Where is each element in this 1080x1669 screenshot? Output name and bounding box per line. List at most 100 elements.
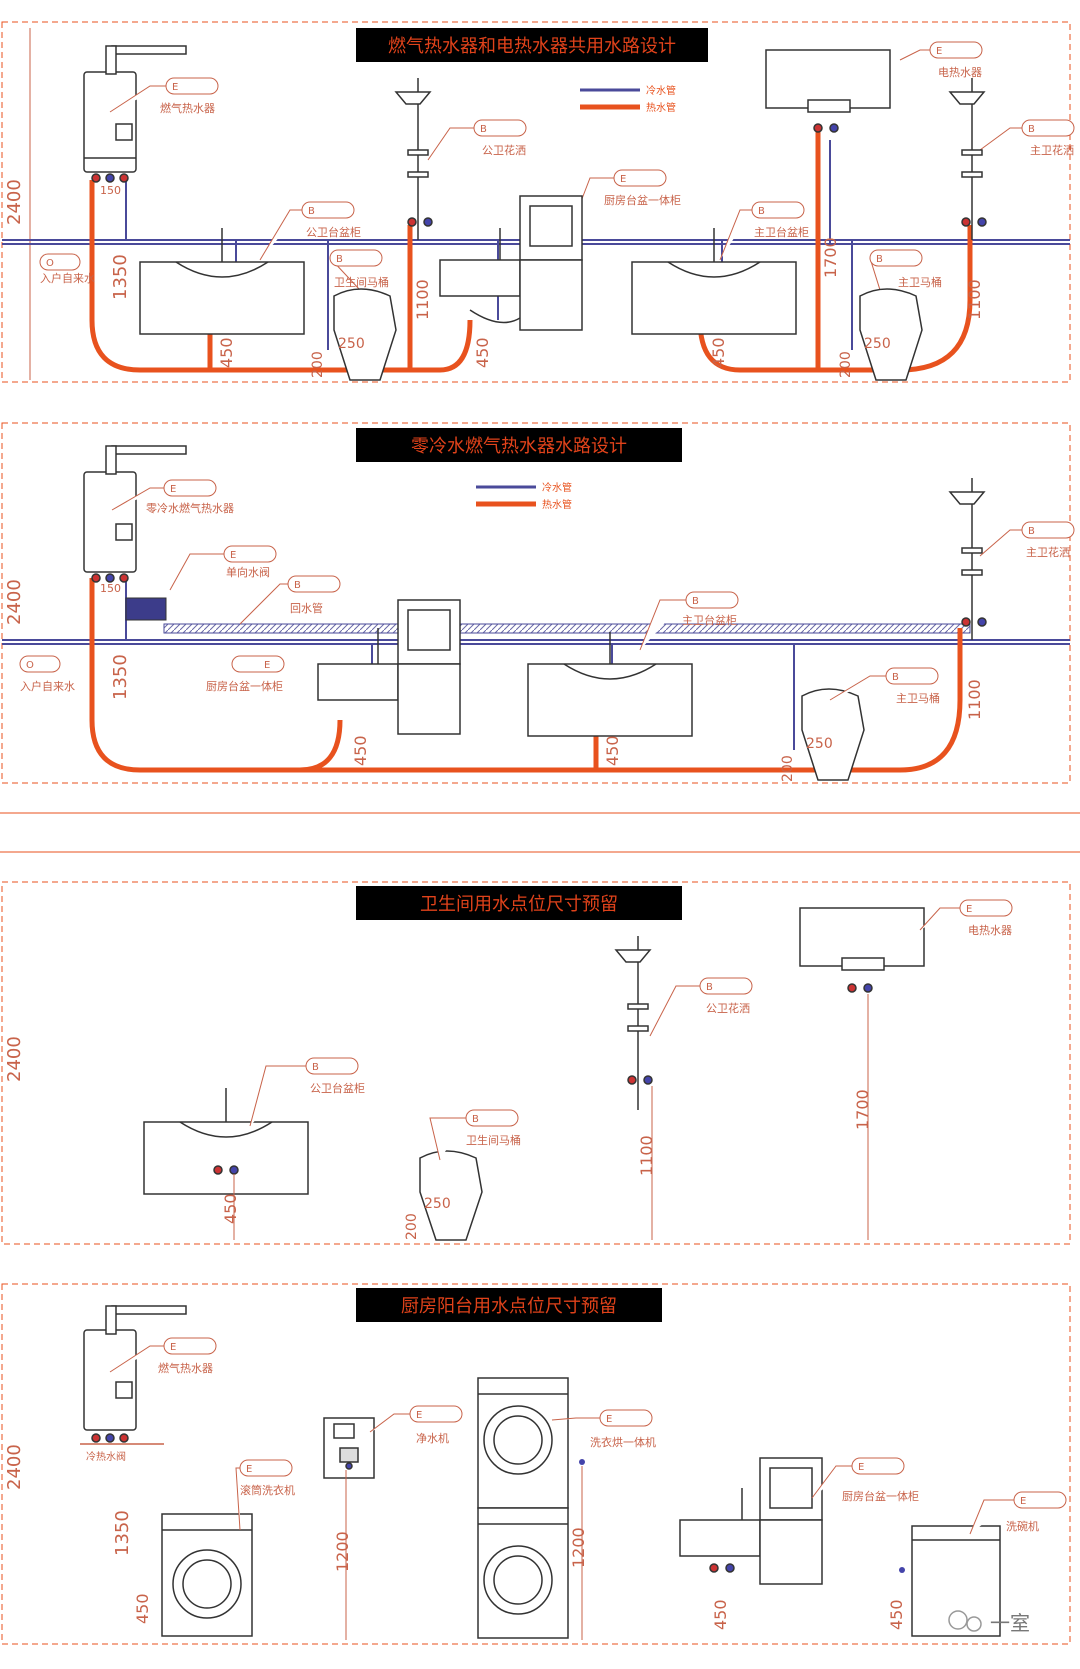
label-kitchen-s1: 厨房台盆一体柜 <box>604 193 681 207</box>
label-elec-heater-s1: 电热水器 <box>938 66 982 79</box>
toilet-s3 <box>419 1150 483 1241</box>
section-3-title: 卫生间用水点位尺寸预留 <box>420 894 618 915</box>
watermark: 一室 <box>948 1610 1030 1635</box>
svg-text:E: E <box>416 1410 422 1421</box>
dim-450a-s1: 450 <box>217 337 236 368</box>
label-gas-heater-s1: 燃气热水器 <box>160 101 215 115</box>
frame-section-1 <box>1 21 1071 383</box>
svg-text:E: E <box>858 1462 864 1473</box>
dim-w250b-s1: 250 <box>864 336 891 352</box>
callout-labels-2: 零冷水燃气热水器 单向水阀 回水管 主卫台盆柜 主卫花洒 厨房台盆一体柜 主卫马… <box>20 501 1070 705</box>
section-3-title-bg <box>356 886 682 920</box>
svg-text:E: E <box>620 174 626 185</box>
label-toilet-s3: 卫生间马桶 <box>466 1133 521 1147</box>
callout-labels-1: 燃气热水器 公卫花洒 厨房台盆一体柜 电热水器 主卫花洒 公卫台盆柜 主卫台盆柜… <box>40 66 1074 289</box>
legend-2-hot: 热水管 <box>542 498 572 511</box>
section-1: 燃气热水器和电热水器共用水路设计 冷水管 热水管 2400 1350 <box>2 28 1075 381</box>
svg-text:E: E <box>936 46 942 57</box>
section-4: 厨房阳台用水点位尺寸预留 2400 1350 冷热水阀 450 <box>4 1288 1067 1640</box>
svg-text:B: B <box>336 254 343 265</box>
label-inlet-s1: 入户自来水 <box>40 271 95 285</box>
label-basin-s2: 主卫台盆柜 <box>682 613 737 627</box>
section-2-title-bg <box>356 428 682 462</box>
svg-text:E: E <box>170 1342 176 1353</box>
svg-text:B: B <box>312 1062 319 1073</box>
label-gas-heater-s2: 零冷水燃气热水器 <box>146 501 234 515</box>
dim-1100-s2: 1100 <box>965 679 984 720</box>
label-washer-s4: 滚筒洗衣机 <box>240 1483 295 1497</box>
svg-text:E: E <box>1020 1496 1026 1507</box>
dim-200a-s1: 200 <box>310 351 326 378</box>
label-purifier-s4: 净水机 <box>416 1431 449 1445</box>
label-gas-heater-s4: 燃气热水器 <box>158 1361 213 1375</box>
dim-w250-s2: 250 <box>806 736 833 752</box>
dishwasher-s4 <box>911 1525 1001 1637</box>
callouts-1 <box>39 41 1075 291</box>
svg-text:B: B <box>892 672 899 683</box>
svg-text:B: B <box>1028 124 1035 135</box>
svg-text:B: B <box>294 580 301 591</box>
svg-text:E: E <box>172 82 178 93</box>
washer-combo-s4 <box>477 1377 569 1639</box>
dim-1350-s1: 1350 <box>110 254 131 300</box>
dim-200b-s1: 200 <box>838 351 854 378</box>
svg-text:O: O <box>46 258 54 269</box>
label-shower1-s1: 公卫花洒 <box>482 144 526 157</box>
dim-450a-s2: 450 <box>351 735 370 766</box>
label-return-s2: 回水管 <box>290 601 323 615</box>
section-2-title: 零冷水燃气热水器水路设计 <box>411 436 627 457</box>
label-basin1-s1: 公卫台盆柜 <box>306 225 361 239</box>
svg-text:B: B <box>706 982 713 993</box>
frame-section-3 <box>1 881 1071 1245</box>
dim-450b-s2: 450 <box>603 735 622 766</box>
label-kitchen-s2: 厨房台盆一体柜 <box>206 679 283 693</box>
label-elec-heater-s3: 电热水器 <box>968 924 1012 937</box>
svg-text:B: B <box>758 206 765 217</box>
legend-1: 冷水管 热水管 <box>580 84 676 114</box>
label-heater-valves-s4: 冷热水阀 <box>86 1450 126 1463</box>
frame-section-2 <box>1 422 1071 784</box>
svg-text:E: E <box>264 660 270 671</box>
callout-tags-3: B B B E <box>312 904 972 1125</box>
label-toilet1-s1: 卫生间马桶 <box>334 275 389 289</box>
dim-450b-s4: 450 <box>711 1599 730 1630</box>
section-frames <box>1 21 1071 1645</box>
shower-s1-a <box>394 78 433 240</box>
legend-1-hot: 热水管 <box>646 101 676 114</box>
dim-w150-s2: 150 <box>100 582 121 595</box>
check-valve-s2 <box>125 597 167 621</box>
dim-1350-s2: 1350 <box>110 654 131 700</box>
callout-tags-4: E E E E E E <box>170 1342 1026 1507</box>
frame-section-4 <box>1 1283 1071 1645</box>
svg-text:E: E <box>246 1464 252 1475</box>
dim-200-s2: 200 <box>780 755 796 782</box>
dim-200-s3: 200 <box>404 1213 420 1240</box>
label-dishwasher-s4: 洗碗机 <box>1006 1519 1039 1533</box>
section-3: 卫生间用水点位尺寸预留 2400 450 250 200 1100 <box>4 886 1013 1241</box>
label-kitchen-s4: 厨房台盆一体柜 <box>842 1489 919 1503</box>
watermark-text: 一室 <box>990 1611 1030 1635</box>
legend-2-cold: 冷水管 <box>542 481 572 494</box>
svg-text:O: O <box>26 660 34 671</box>
gas-heater-s2 <box>83 445 187 583</box>
kitchen-unit-s4 <box>679 1457 823 1585</box>
shower-s1-b <box>948 78 987 240</box>
callouts-3 <box>249 899 1013 1161</box>
toilets-1 <box>333 288 923 381</box>
dim-1100b-s1: 1100 <box>965 279 984 320</box>
return-pipe-s2 <box>163 623 971 634</box>
section-2: 零冷水燃气热水器水路设计 冷水管 热水管 2400 1350 <box>2 428 1075 782</box>
shower-s3 <box>614 936 653 1110</box>
dim-w150-s1: 150 <box>100 184 121 197</box>
label-toilet-s2: 主卫马桶 <box>896 691 940 705</box>
dim-2400-s3: 2400 <box>4 1036 25 1082</box>
legend-2: 冷水管 热水管 <box>476 481 572 511</box>
dim-1100-s3: 1100 <box>637 1135 656 1176</box>
dim-1700-s3: 1700 <box>853 1089 872 1130</box>
dim-1200b-s4: 1200 <box>569 1527 588 1568</box>
svg-text:B: B <box>480 124 487 135</box>
dim-450c-s4: 450 <box>887 1599 906 1630</box>
label-washer-combo-s4: 洗衣烘一体机 <box>590 1435 656 1449</box>
separator-lines <box>0 812 1080 853</box>
